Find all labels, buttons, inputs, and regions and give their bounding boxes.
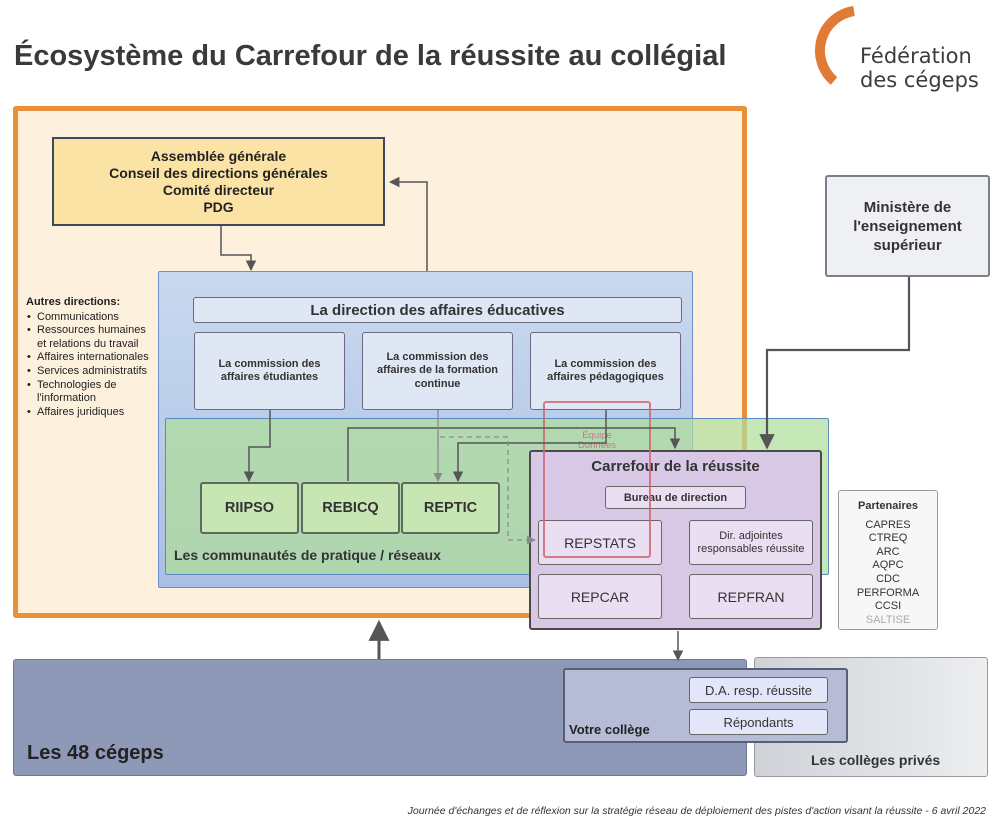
partner-item: CAPRES bbox=[865, 518, 911, 531]
governance-box: Assemblée générale Conseil des direction… bbox=[52, 137, 385, 226]
network-rebicq: REBICQ bbox=[301, 482, 400, 534]
list-item: Communications bbox=[27, 311, 155, 325]
governance-line: PDG bbox=[203, 198, 234, 215]
list-item: Affaires juridiques bbox=[27, 406, 155, 420]
other-directions-heading: Autres directions: bbox=[26, 296, 121, 308]
partner-item: CDC bbox=[876, 572, 900, 585]
equipe-label-line: Équipe bbox=[582, 430, 612, 441]
repfran-box: REPFRAN bbox=[689, 574, 813, 619]
page-title: Écosystème du Carrefour de la réussite a… bbox=[14, 40, 727, 72]
governance-line: Conseil des directions générales bbox=[109, 164, 328, 181]
logo-line2: des cégeps bbox=[860, 68, 979, 92]
arrow-pedagogical-to-reptic bbox=[452, 410, 607, 483]
arrow-direction-to-governance bbox=[388, 176, 428, 271]
other-directions-list: Autres directions: Communications Ressou… bbox=[26, 296, 155, 419]
network-riipso: RIIPSO bbox=[200, 482, 299, 534]
partner-item: CTREQ bbox=[868, 532, 908, 545]
network-reptic: REPTIC bbox=[401, 482, 500, 534]
arrow-dashed-to-repstats bbox=[440, 436, 536, 545]
arrow-pedagogical-to-networks bbox=[347, 427, 681, 481]
repondants-box: Répondants bbox=[689, 709, 828, 735]
footer-note: Journée d'échanges et de réflexion sur l… bbox=[407, 805, 986, 817]
partner-item: CCSI bbox=[874, 600, 902, 613]
list-item: Affaires internationales bbox=[27, 351, 155, 365]
arrow-governance-to-direction bbox=[220, 226, 257, 272]
ministere-box: Ministère de l'enseignement supérieur bbox=[825, 175, 990, 277]
federation-logo-arc-icon bbox=[814, 6, 855, 85]
votre-college-label: Votre collège bbox=[569, 722, 650, 737]
private-colleges-label: Les collèges privés bbox=[811, 752, 941, 768]
logo-line1: Fédération bbox=[860, 44, 972, 68]
da-resp-reussite-box: D.A. resp. réussite bbox=[689, 677, 828, 703]
partner-item: ARC bbox=[876, 545, 900, 558]
direction-title: La direction des affaires éducatives bbox=[193, 297, 682, 323]
governance-line: Comité directeur bbox=[162, 181, 275, 198]
list-item: Services administratifs bbox=[27, 365, 155, 379]
partners-heading: Partenaires bbox=[858, 500, 918, 512]
governance-line: Assemblée générale bbox=[150, 147, 287, 164]
arrow-ministere-to-carrefour bbox=[759, 277, 911, 450]
partner-item: AQPC bbox=[872, 559, 904, 572]
partners-box: Partenaires CAPRES CTREQ ARC AQPC CDC PE… bbox=[838, 490, 938, 630]
cegeps-label: Les 48 cégeps bbox=[27, 742, 164, 764]
communities-label: Les communautés de pratique / réseaux bbox=[174, 547, 441, 563]
arrow-commission-to-riipso bbox=[243, 410, 271, 483]
partner-item: PERFORMA bbox=[856, 586, 920, 599]
equipe-label-line: Données bbox=[577, 440, 617, 451]
dir-adjointes-box: Dir. adjointes responsables réussite bbox=[689, 520, 813, 565]
federation-logo: Fédération des cégeps bbox=[860, 44, 979, 92]
list-item: Ressources humaines et relations du trav… bbox=[27, 324, 155, 351]
equipe-donnees-label: Équipe Données bbox=[543, 431, 651, 451]
commission-pedagogical-affairs: La commission des affaires pédagogiques bbox=[530, 332, 681, 410]
repcar-box: REPCAR bbox=[538, 574, 662, 619]
equipe-donnees-frame bbox=[543, 401, 651, 558]
list-item: Technologies de l'information bbox=[27, 379, 132, 406]
commission-continuing-education: La commission des affaires de la formati… bbox=[362, 332, 513, 410]
partner-item: SALTISE bbox=[865, 613, 911, 626]
commission-student-affairs: La commission des affaires étudiantes bbox=[194, 332, 345, 410]
carrefour-title: Carrefour de la réussite bbox=[591, 458, 760, 475]
